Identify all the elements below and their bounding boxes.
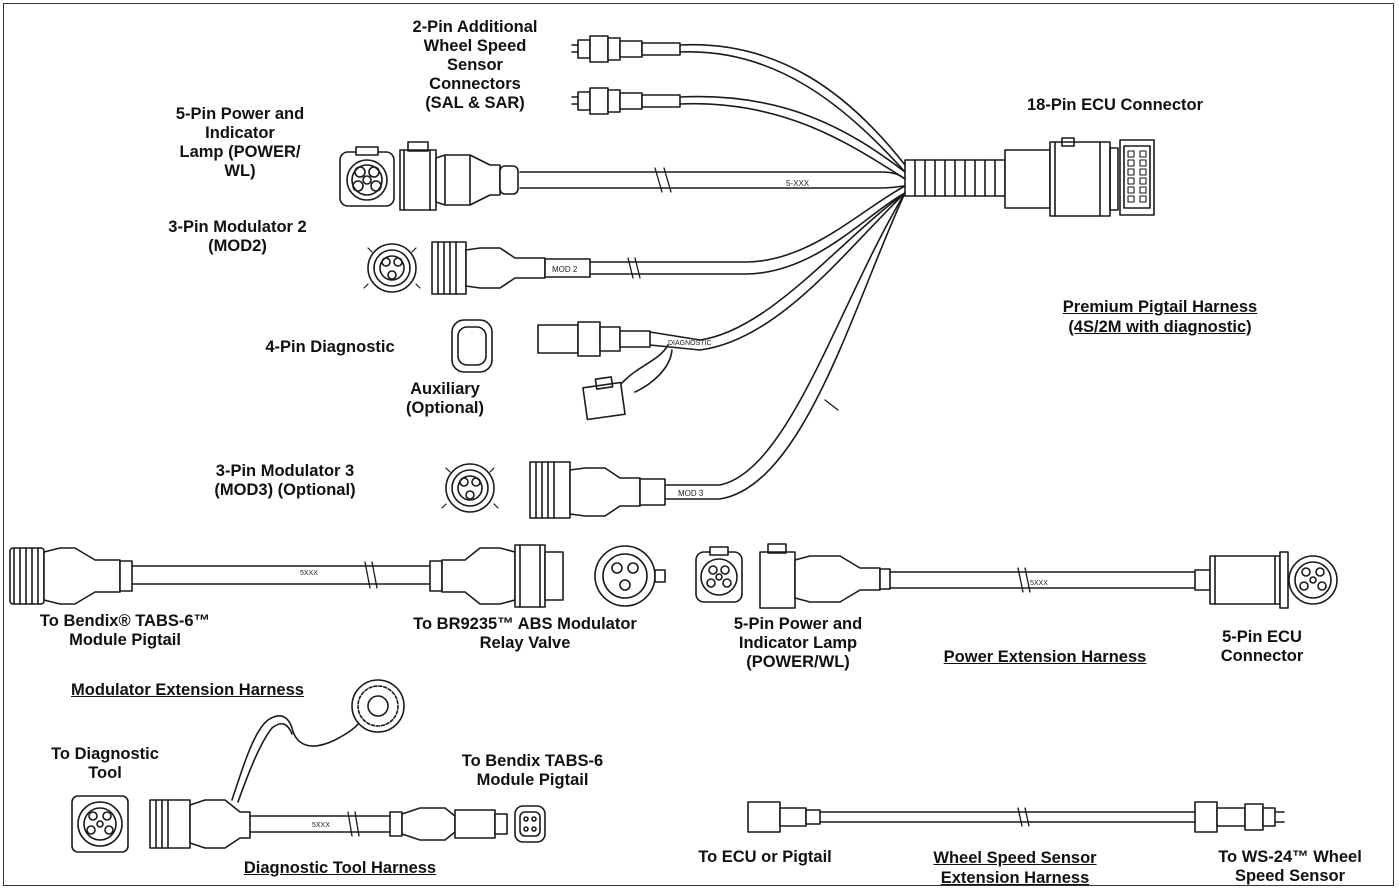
cable-mark-mod-ext: 5XXX xyxy=(300,570,318,577)
cable-mark-mod2: MOD 2 xyxy=(552,265,578,274)
label-auxiliary: Auxiliary (Optional) xyxy=(406,380,484,417)
mod2-face xyxy=(363,243,421,293)
label-to-tabs6-pigtail: To Bendix TABS-6 Module Pigtail xyxy=(461,752,604,789)
eighteen-pin-ecu-connector xyxy=(1004,137,1119,217)
label-to-tabs6: To Bendix® TABS-6™ Module Pigtail xyxy=(39,612,211,649)
five-pin-power-connector xyxy=(399,141,519,211)
label-5pin-ecu: 5-Pin ECU Connector xyxy=(1220,628,1304,665)
label-18pin-ecu: 18-Pin ECU Connector xyxy=(1026,96,1204,114)
cable-mark-diag: DIAGNOSTIC xyxy=(668,340,712,347)
title-wss-ext: Wheel Speed Sensor Extension Harness xyxy=(933,849,1097,887)
mod3-face xyxy=(441,463,499,513)
label-to-diag-tool: To Diagnostic Tool xyxy=(51,745,159,782)
wss-extension-harness xyxy=(747,801,1285,833)
diagram-frame xyxy=(3,3,1394,886)
label-to-ecu-pigtail: To ECU or Pigtail xyxy=(698,848,832,866)
label-4pin-diag: 4-Pin Diagnostic xyxy=(265,338,395,356)
pigtail-cables xyxy=(519,43,906,500)
cable-mark-power: 5-XXX xyxy=(786,179,810,188)
title-power-ext: Power Extension Harness xyxy=(943,648,1147,666)
label-3pin-mod3: 3-Pin Modulator 3 (MOD3) (Optional) xyxy=(214,462,356,499)
eighteen-pin-ecu-face xyxy=(1119,139,1155,216)
five-pin-power-face xyxy=(339,146,395,207)
wss-connector-sal xyxy=(571,35,681,63)
label-5pin-power: 5-Pin Power and Indicator Lamp (POWER/ W… xyxy=(175,105,305,180)
cable-mark-power-ext: 5XXX xyxy=(1030,580,1048,587)
title-premium-pigtail: Premium Pigtail Harness (4S/2M with diag… xyxy=(1062,298,1258,336)
auxiliary-connector xyxy=(582,344,673,421)
title-modulator-ext: Modulator Extension Harness xyxy=(71,681,304,699)
diagnostic-connector xyxy=(537,321,651,357)
wss-connector-sar xyxy=(571,87,681,115)
title-diag-tool: Diagnostic Tool Harness xyxy=(243,859,437,877)
cable-mark-diag-tool: 5XXX xyxy=(312,822,330,829)
mod2-connector xyxy=(431,241,591,295)
four-pin-diagnostic-face xyxy=(451,319,493,373)
cable-mark-mod3: MOD 3 xyxy=(678,489,704,498)
diagnostic-tool-harness xyxy=(71,679,546,853)
power-extension-harness xyxy=(695,543,1338,609)
mod3-connector xyxy=(529,461,666,519)
label-3pin-mod2: 3-Pin Modulator 2 (MOD2) xyxy=(168,218,307,255)
label-5pin-power-lamp: 5-Pin Power and Indicator Lamp (POWER/WL… xyxy=(733,615,863,671)
ecu-overmold xyxy=(904,159,1006,197)
label-to-br9235: To BR9235™ ABS Modulator Relay Valve xyxy=(413,615,637,652)
label-2pin-wss: 2-Pin Additional Wheel Speed Sensor Conn… xyxy=(412,18,538,112)
modulator-extension-harness xyxy=(9,544,666,608)
label-to-ws24: To WS-24™ Wheel Speed Sensor xyxy=(1218,848,1362,885)
